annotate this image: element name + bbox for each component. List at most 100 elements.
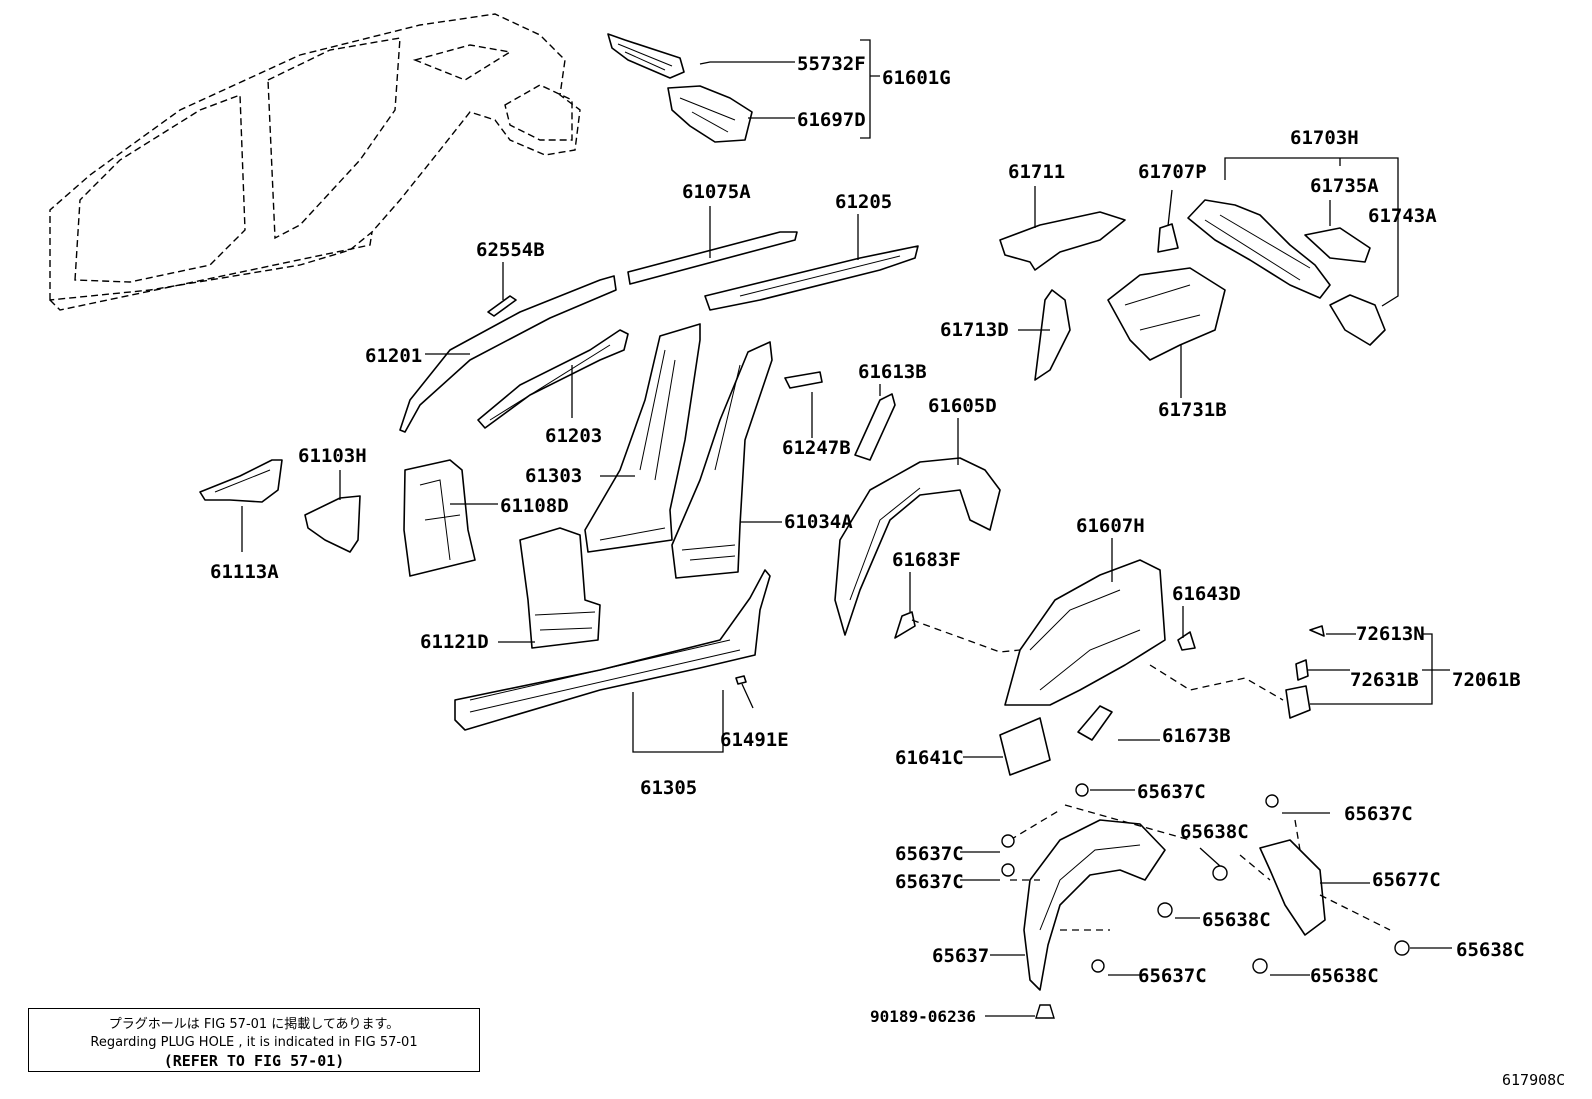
callout-62554b: 62554B [476,239,545,261]
part-61743a-shape [1329,294,1386,346]
callout-61075a: 61075A [682,181,751,203]
clip-65637c-e [1265,794,1279,808]
part-61697d-shape [667,85,753,143]
screw-65638c-b [1157,902,1173,918]
part-61601g-assembly [607,33,880,143]
callout-61205: 61205 [835,191,892,213]
callout-61673b: 61673B [1162,725,1231,747]
rear-quarter-parts [999,157,1399,381]
leader-lines [241,186,1452,1017]
body-side-outline [49,13,581,311]
callout-61643d: 61643D [1172,583,1241,605]
callout-61641c: 61641C [895,747,964,769]
part-61034a-shape [671,341,773,579]
callout-61711: 61711 [1008,161,1065,183]
clip-65637c-c [1001,863,1015,877]
part-61711-shape [999,211,1126,271]
callout-65637: 65637 [932,945,989,967]
screw-65638c-c [1394,940,1410,956]
callout-61697d: 61697D [797,109,866,131]
callout-61103h: 61103H [298,445,367,467]
part-62554b-shape [487,295,517,317]
callout-61683f: 61683F [892,549,961,571]
part-61673b-shape [1077,705,1113,741]
callout-61601g: 61601G [882,67,951,89]
callout-65638c-d: 65638C [1310,965,1379,987]
callout-90189-06236: 90189-06236 [870,1007,976,1026]
callout-55732f: 55732F [797,53,866,75]
part-61247b-shape [784,371,823,389]
callout-61201: 61201 [365,345,422,367]
part-61703h-shape [1187,199,1331,299]
callout-61121d: 61121D [420,631,489,653]
callout-61743a: 61743A [1368,205,1437,227]
part-61735a-shape [1304,227,1371,263]
callout-72061b: 72061B [1452,669,1521,691]
figure-number: 617908C [1502,1071,1566,1089]
part-61643d-shape [1177,631,1196,651]
callout-61034a: 61034A [784,511,853,533]
callout-65638c-c: 65638C [1456,939,1525,961]
callout-65638c-a: 65638C [1180,821,1249,843]
part-61607h-shape [1004,559,1166,706]
bracket-group [1285,625,1450,719]
part-61113a-shape [199,459,283,503]
callout-61303: 61303 [525,465,582,487]
part-61707p-shape [1157,223,1179,253]
callout-61707p: 61707P [1138,161,1207,183]
screw-65638c-a [1212,865,1228,881]
callout-61305: 61305 [640,777,697,799]
callout-61113a: 61113A [210,561,279,583]
part-61613b-shape [854,393,896,461]
note-line-refer: (REFER TO FIG 57-01) [163,1052,345,1070]
callout-65637c-d: 65637C [1138,965,1207,987]
part-61103h-shape [304,495,361,553]
callout-65677c: 65677C [1372,869,1441,891]
callout-61607h: 61607H [1076,515,1145,537]
callout-65637c-a: 65637C [1137,781,1206,803]
callout-61703h: 61703H [1290,127,1359,149]
part-65677c-shape [1259,839,1326,936]
part-72613n-shape [1309,625,1325,637]
part-61605d-shape [834,457,1001,636]
callout-61613b: 61613B [858,361,927,383]
callout-61605d: 61605D [928,395,997,417]
callout-61491e: 61491E [720,729,789,751]
part-61731b-shape [1107,267,1226,361]
note-line-english: Regarding PLUG HOLE , it is indicated in… [90,1035,418,1050]
plug-hole-note: プラグホールは FIG 57-01 に掲載してあります。 Regarding P… [28,1008,480,1072]
fender-liner-parts [1001,783,1410,1019]
screw-65638c-d [1252,958,1268,974]
a-pillar-parts [199,459,601,649]
part-61683f-shape [894,611,916,639]
callout-65637c-c: 65637C [895,871,964,893]
callout-65637c-b: 65637C [895,843,964,865]
part-61201-shape [399,275,617,433]
callout-61203: 61203 [545,425,602,447]
callout-61735a: 61735A [1310,175,1379,197]
part-65637-shape [1023,819,1166,991]
part-72061b-shape [1285,685,1311,719]
part-61121d-shape [519,527,601,649]
callout-61713d: 61713D [940,319,1009,341]
callout-72613n: 72613N [1356,623,1425,645]
callout-65637c-e: 65637C [1344,803,1413,825]
part-61075a-shape [627,231,798,285]
callout-72631b: 72631B [1350,669,1419,691]
wheel-house-parts [834,393,1284,776]
clip-65637c-a [1075,783,1089,797]
callout-65638c-b: 65638C [1202,909,1271,931]
callout-labels: 55732F 61601G 61697D 61075A 61205 62554B… [210,53,1525,1026]
part-61601g-upper-shape [607,33,685,79]
bolt-90189 [1035,1004,1055,1019]
roof-rails [399,231,919,433]
part-61713d-shape [1034,289,1071,381]
part-61305-shape [454,569,771,731]
rocker-panel [454,569,771,753]
callout-61731b: 61731B [1158,399,1227,421]
clip-65637c-b [1001,834,1015,848]
b-pillars [584,323,823,579]
callout-61108d: 61108D [500,495,569,517]
clip-65637c-d [1091,959,1105,973]
